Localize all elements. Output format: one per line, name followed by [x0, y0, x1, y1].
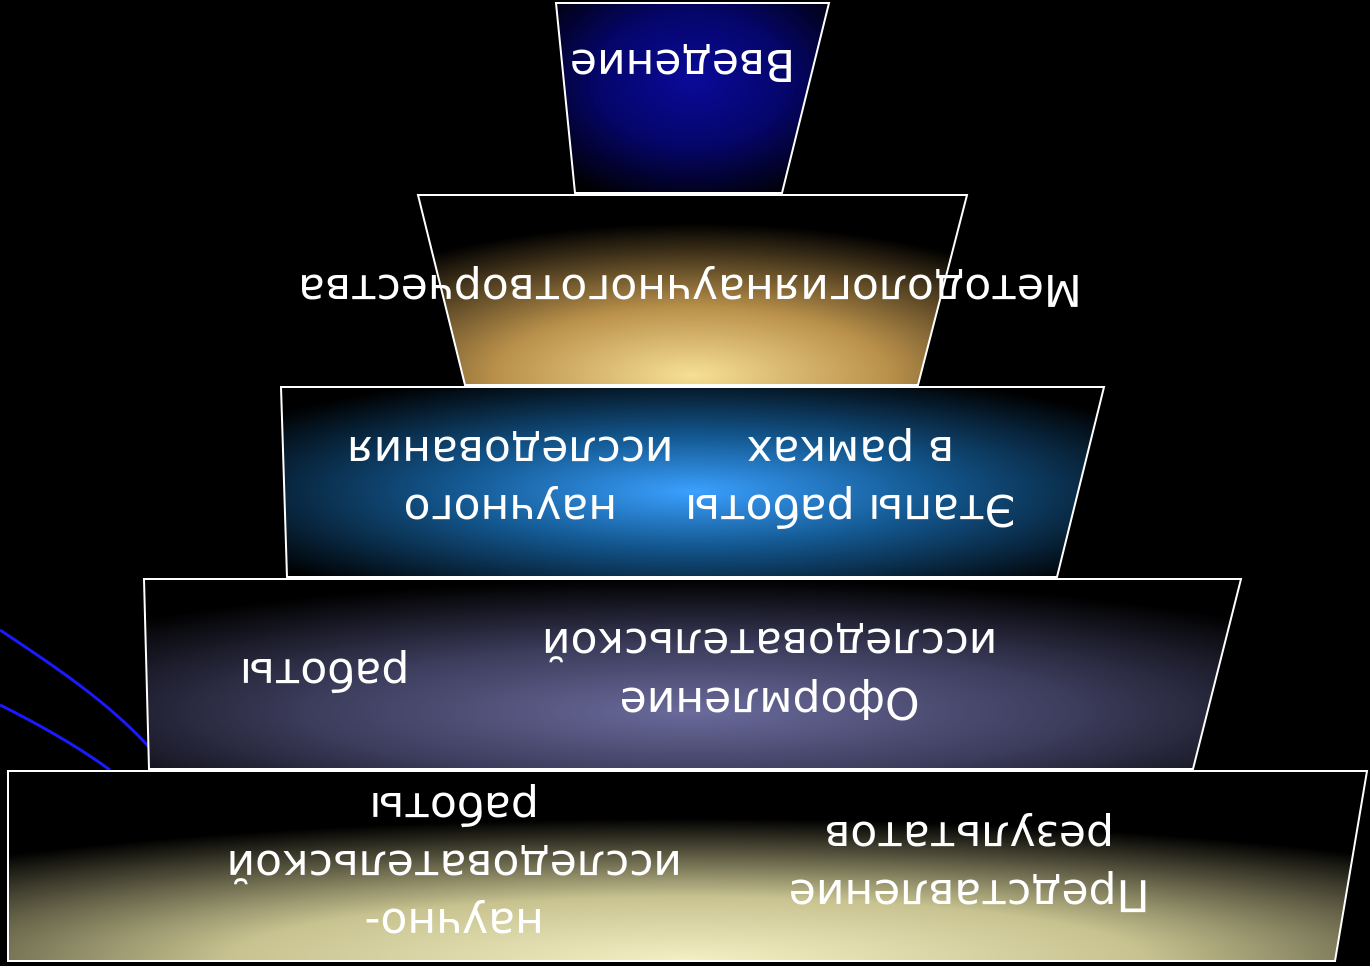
- level-label: Введени е: [570, 4, 795, 124]
- level-label-line: Введени: [597, 39, 796, 91]
- decorative-curve: [0, 703, 111, 772]
- level-label-line: е: [569, 39, 598, 91]
- decorative-curve: [0, 628, 162, 761]
